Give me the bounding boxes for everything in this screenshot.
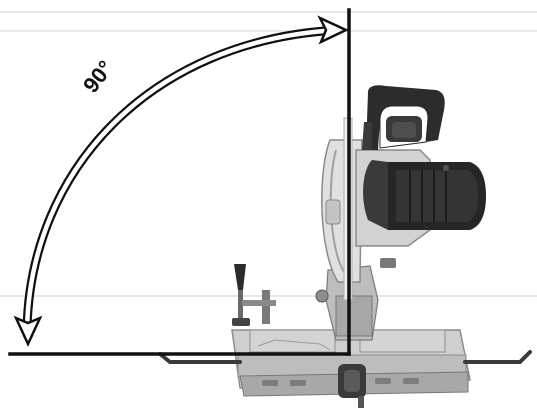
arrowhead-right-icon — [317, 15, 349, 45]
saw-fence — [249, 329, 446, 353]
angle-arc-arrow — [13, 15, 349, 347]
saw-pivot-arm — [315, 258, 396, 341]
saw-motor — [355, 149, 486, 247]
saw-extension-arms — [158, 350, 532, 364]
miter-saw — [158, 85, 532, 408]
background-guide-lines — [0, 11, 537, 297]
saw-handle — [362, 85, 445, 150]
arrowhead-down-icon — [13, 315, 43, 347]
right-angle-lines — [8, 8, 351, 356]
saw-clamp — [232, 264, 276, 326]
